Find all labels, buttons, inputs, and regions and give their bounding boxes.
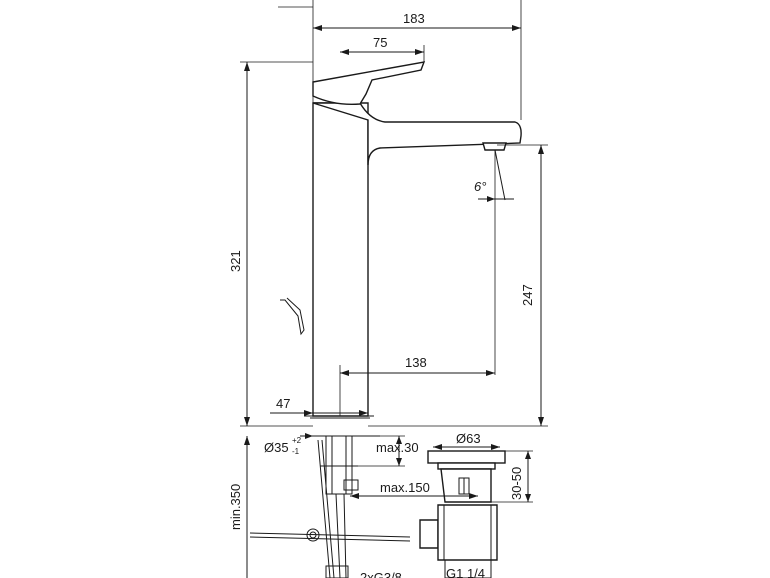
min-length-label: min.350 [228,484,243,530]
waste-rod [249,532,411,538]
waste-body [440,468,492,503]
aerator [482,142,507,151]
body-offset-label: 47 [276,396,290,411]
waste-top [427,450,506,464]
flex-hose [317,439,347,578]
faucet-body [312,102,369,417]
reach-label: 138 [405,355,427,370]
lever-length-label: 75 [373,35,387,50]
overall-width-label: 183 [403,11,425,26]
max-distance-label: max.150 [380,480,430,495]
spout-angle-label: 6° [474,179,486,194]
waste-thread-label: G1 1/4 [446,566,485,578]
spout-height-label: 247 [520,284,535,306]
height-label: 321 [228,250,243,272]
hole-tol-lower-label: -1 [292,447,300,456]
popup-rod [280,297,305,336]
max-thickness-label: max.30 [376,440,419,455]
faucet-spout [312,102,522,166]
lever-handle [312,61,426,106]
hole-tol-upper-label: +2 [292,436,302,445]
waste-diameter-label: Ø63 [456,431,481,446]
hole-diameter-label: Ø35 [264,440,289,455]
hose-thread-label: 2xG3/8 [360,570,402,578]
shank [325,435,353,495]
waste-range-label: 30-50 [509,467,524,500]
